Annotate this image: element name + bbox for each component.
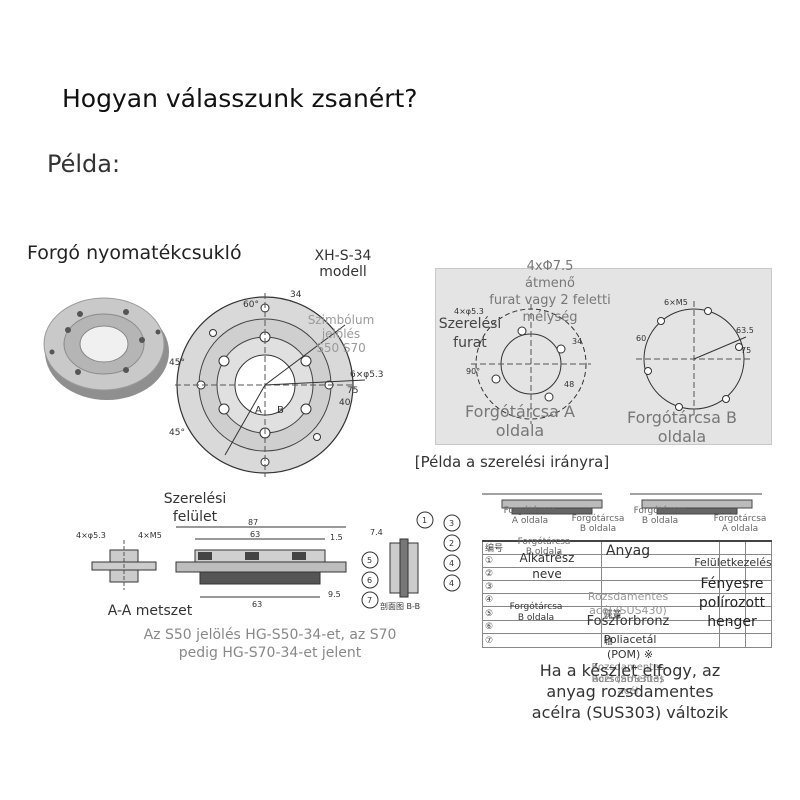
example-label: Példa:	[47, 150, 121, 178]
hinge-front-drawing: 60° 34 40 75 6×φ5.3 45° 45° A B	[169, 290, 384, 477]
mark-a: A	[255, 405, 262, 416]
dim-1-5: 1.5	[330, 533, 343, 542]
col-finish: Felületkezelés	[694, 556, 772, 569]
row-num-7: ⑦	[482, 633, 602, 648]
col-material: Anyag	[605, 543, 651, 559]
dim-40: 40	[339, 398, 351, 408]
dim-9-5: 9.5	[328, 590, 341, 599]
mounting-panel: 4×φ5.3 34 48 90° 6×M5 63.5 75 60	[435, 268, 772, 445]
through-hole-note: 4xΦ7.5 átmenő furat vagy 2 feletti mélys…	[489, 259, 611, 325]
dim-45-b: 45°	[169, 428, 185, 438]
dim-34: 34	[290, 290, 302, 300]
mat-bronze: Foszforbronz	[586, 614, 670, 629]
dim-63-top: 63	[250, 530, 260, 539]
row-part-b: Forgótárcsa B oldala	[509, 602, 563, 623]
dim-b-75: 75	[741, 346, 751, 355]
dim-b-63-5: 63.5	[736, 326, 754, 335]
section-bb: 剖面图 B-B	[380, 601, 420, 611]
row-num-3: ③	[482, 580, 602, 594]
dim-a-34: 34	[572, 337, 582, 346]
callout-3: 3	[449, 519, 454, 528]
hinge-type-label: Forgó nyomatékcsukló	[27, 242, 242, 264]
callout-2: 2	[449, 539, 454, 548]
mark-b: B	[277, 405, 284, 416]
row-shaft: 轴	[600, 633, 721, 648]
callout-6: 6	[367, 576, 372, 585]
page-title: Hogyan válasszunk zsanért?	[62, 84, 418, 113]
mounting-hole-label: Szerelési furat	[438, 316, 502, 351]
callout-1: 1	[422, 516, 427, 525]
dim-7-4: 7.4	[370, 528, 383, 537]
symbol-note: Szimbólum jelölés S50 S70	[307, 313, 375, 355]
section-drawings: 4×φ5.3 4×M5 87 63 63 1.5 9.5 7.4 剖面图 B-B…	[76, 511, 461, 611]
dim-87: 87	[248, 518, 258, 527]
mat-stainless-430: Rozsdamentes acél (SUS430)	[587, 590, 669, 617]
dim-holes: 6×φ5.3	[350, 370, 384, 380]
model-note: Az S50 jelölés HG-S50-34-et, az S70 pedi…	[143, 627, 397, 661]
dim-holes-b: 4×M5	[138, 531, 162, 540]
dim-75: 75	[347, 386, 358, 396]
assembly-drawings	[482, 493, 762, 515]
callout-4b: 4	[449, 579, 454, 588]
section-aa-label: A-A metszet	[107, 603, 193, 619]
side-a-label: Forgótárcsa A oldala	[465, 402, 575, 440]
finish-dash: -	[727, 615, 733, 629]
model-label: XH-S-34 modell	[314, 248, 372, 280]
dim-63-bot: 63	[252, 600, 262, 609]
mat-pom: Poliacetál (POM) ※	[603, 633, 657, 661]
dim-a-holes: 4×φ5.3	[454, 307, 484, 316]
dim-45-a: 45°	[169, 358, 185, 368]
top-label-4: Forgótárcsa A oldala	[713, 514, 767, 534]
dim-holes-a: 4×φ5.3	[76, 531, 106, 540]
dim-b-holes: 6×M5	[664, 298, 688, 307]
top-label-3: Forgótárcsa B oldala	[633, 506, 687, 526]
part-b-ghost: Forgótárcsa B oldala	[517, 537, 571, 557]
mat-ghost: Rozsdamentes acél	[591, 674, 665, 697]
table-top-rule	[482, 540, 772, 544]
callout-4: 4	[449, 559, 454, 568]
stock-footnote: Ha a készlet elfogy, az anyag rozsdament…	[531, 661, 729, 722]
hinge-photo	[43, 297, 169, 400]
top-label-1: Forgótárcsa A oldala	[503, 506, 557, 526]
top-label-2: Forgótárcsa B oldala	[571, 514, 625, 534]
side-b-label: Forgótárcsa B oldala	[627, 408, 737, 446]
finish-polished: Fényesre polírozott henger	[698, 576, 766, 630]
dim-angle: 60°	[243, 300, 259, 310]
dim-a-90: 90°	[466, 367, 480, 376]
mat-steel-303: Rozsdamentes acél (SUS303)	[591, 662, 665, 685]
callout-7: 7	[367, 596, 372, 605]
mounting-caption: [Példa a szerelési irányra]	[414, 453, 610, 471]
mount-surface-label: Szerelési felület	[163, 491, 227, 525]
dim-b-60: 60	[636, 334, 646, 343]
dim-a-48: 48	[564, 380, 574, 389]
mounting-drawings: 4×φ5.3 34 48 90° 6×M5 63.5 75 60	[454, 298, 754, 424]
col-part-name: Alkatrész neve	[519, 551, 575, 581]
callout-5: 5	[367, 556, 372, 565]
